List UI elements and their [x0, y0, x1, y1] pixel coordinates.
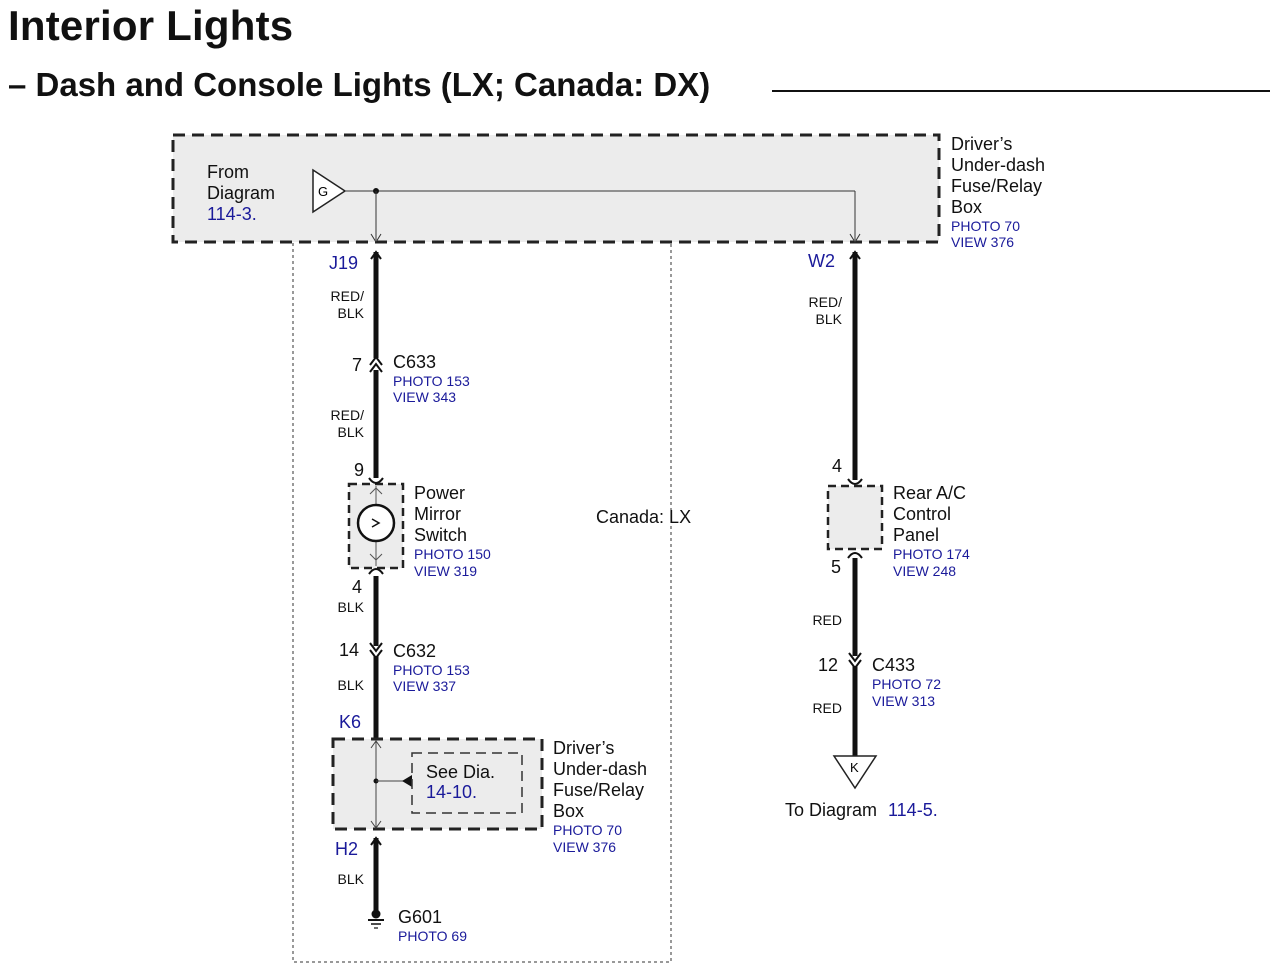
mirror-view: VIEW 319: [414, 563, 477, 579]
subtitle-rule: [772, 90, 1270, 92]
wire-color-label: RED/: [809, 294, 843, 310]
c633-photo: PHOTO 153: [393, 373, 470, 389]
fuse-box-top-name-4: Box: [951, 197, 982, 217]
c633-view: VIEW 343: [393, 389, 456, 405]
fuse-box-bottom-name-2: Under-dash: [553, 759, 647, 779]
wire-color-label: BLK: [338, 871, 365, 887]
c632-view: VIEW 337: [393, 678, 456, 694]
rear-ac-name-2: Control: [893, 504, 951, 524]
arrow-left-icon: [402, 775, 412, 787]
c433-view: VIEW 313: [872, 693, 935, 709]
see-diagram-ref: 14-10.: [426, 782, 477, 802]
wire-color-label: BLK: [816, 311, 843, 327]
to-diagram-label: To Diagram: [785, 800, 877, 820]
c433-pin: 12: [818, 655, 838, 675]
fuse-box-top-name-2: Under-dash: [951, 155, 1045, 175]
fuse-box-top-photo: PHOTO 70: [951, 218, 1020, 234]
fuse-box-top: [171, 133, 941, 244]
fuse-box-top-name-3: Fuse/Relay: [951, 176, 1042, 196]
c632-name: C632: [393, 641, 436, 661]
wire-color-label: RED/: [331, 288, 365, 304]
c632-photo: PHOTO 153: [393, 662, 470, 678]
see-diagram-box: [411, 752, 523, 814]
ground-name: G601: [398, 907, 442, 927]
fuse-box-top-name-1: Driver’s: [951, 134, 1012, 154]
fuse-box-bottom-name-1: Driver’s: [553, 738, 614, 758]
page-title: Interior Lights: [8, 2, 294, 49]
wire-color-label: BLK: [338, 677, 365, 693]
terminal-h2: H2: [335, 839, 358, 859]
wire-color-label: BLK: [338, 424, 365, 440]
arrow-down-icon: [370, 233, 382, 243]
rear-ac-view: VIEW 248: [893, 563, 956, 579]
ground-photo: PHOTO 69: [398, 928, 467, 944]
c632-pin: 14: [339, 640, 359, 660]
arrow-down-icon: [370, 820, 382, 829]
fuse-box-bottom-photo: PHOTO 70: [553, 822, 622, 838]
connector-g-letter: G: [318, 184, 328, 199]
wire-color-label: BLK: [338, 599, 365, 615]
terminal-k6: K6: [339, 712, 361, 732]
c633-name: C633: [393, 352, 436, 372]
rear-ac-control-panel-box: [826, 484, 884, 551]
c633-pin: 7: [352, 355, 362, 375]
fuse-box-bottom-name-4: Box: [553, 801, 584, 821]
wire-color-label: BLK: [338, 305, 365, 321]
terminal-w2: W2: [808, 251, 835, 271]
see-diagram-text: See Dia.: [426, 762, 495, 782]
from-diagram-label: Diagram: [207, 183, 275, 203]
page-subtitle: – Dash and Console Lights (LX; Canada: D…: [8, 66, 711, 103]
mirror-pin-out: 4: [352, 577, 362, 597]
variant-label: Canada: LX: [596, 507, 691, 527]
fuse-box-bottom-view: VIEW 376: [553, 839, 616, 855]
arrow-down-icon: [849, 233, 861, 243]
wire-color-label: RED: [812, 612, 842, 628]
c433-name: C433: [872, 655, 915, 675]
mirror-name-1: Power: [414, 483, 465, 503]
mirror-pin-in: 9: [354, 460, 364, 480]
connector-c633-icon: [369, 355, 383, 373]
c433-photo: PHOTO 72: [872, 676, 941, 692]
connector-k-letter: K: [850, 760, 859, 775]
fuse-box-bottom: [331, 737, 544, 831]
mirror-photo: PHOTO 150: [414, 546, 491, 562]
rear-ac-pin-out: 5: [831, 557, 841, 577]
connector-k-icon: [832, 755, 878, 790]
mirror-name-2: Mirror: [414, 504, 461, 524]
fuse-box-top-view: VIEW 376: [951, 234, 1014, 250]
rear-ac-name-1: Rear A/C: [893, 483, 966, 503]
rear-ac-photo: PHOTO 174: [893, 546, 970, 562]
ground-icon: [368, 909, 384, 929]
mirror-motor-icon: [356, 503, 396, 543]
rear-ac-pin-in: 4: [832, 456, 842, 476]
from-label: From: [207, 162, 249, 182]
arrow-up-icon: [370, 740, 382, 749]
mirror-name-3: Switch: [414, 525, 467, 545]
wire-color-label: RED: [812, 700, 842, 716]
from-diagram-ref: 114-3.: [207, 204, 257, 224]
fuse-box-bottom-name-3: Fuse/Relay: [553, 780, 644, 800]
rear-ac-name-3: Panel: [893, 525, 939, 545]
connector-g-icon: [312, 168, 347, 214]
to-diagram-ref: 114-5.: [888, 800, 938, 820]
terminal-j19: J19: [329, 253, 358, 273]
wire-color-label: RED/: [331, 407, 365, 423]
